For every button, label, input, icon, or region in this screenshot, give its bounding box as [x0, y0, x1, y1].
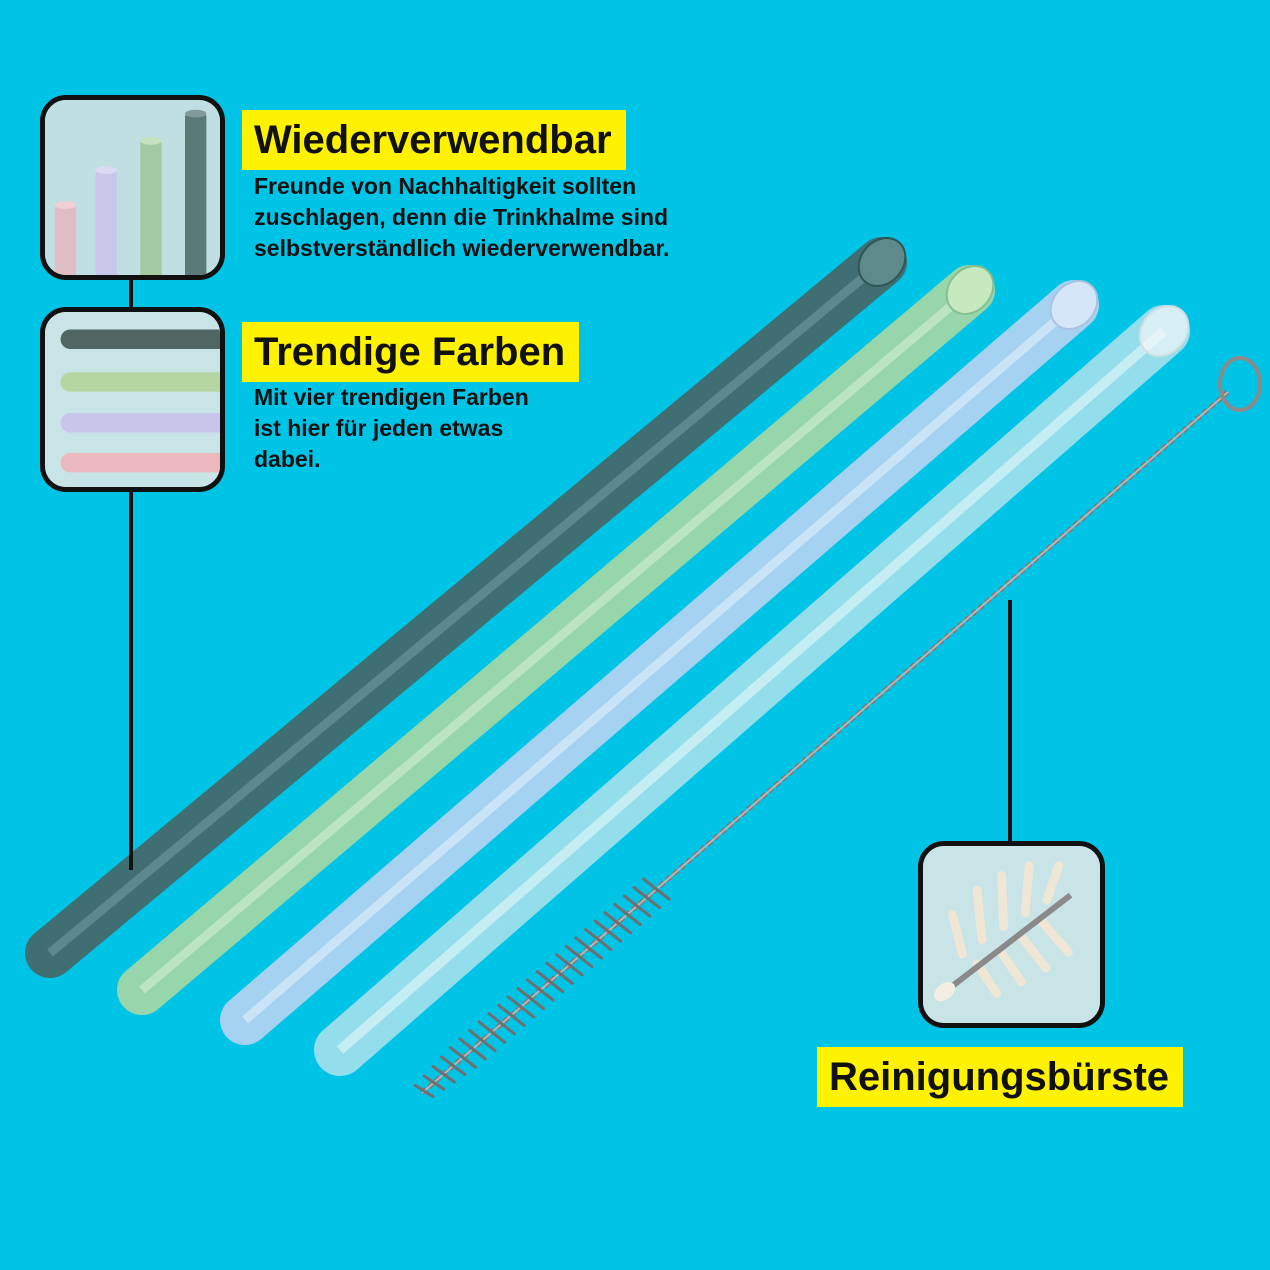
straw-dark-teal — [25, 237, 907, 978]
brush-bristle — [603, 911, 632, 935]
straw-blue — [220, 280, 1099, 1045]
brush-bristle — [574, 936, 603, 960]
colored-straws-thumbnail — [40, 307, 225, 492]
brush-bristle — [526, 978, 555, 1002]
brush-bristle — [422, 1074, 446, 1091]
brush-bristle — [555, 953, 584, 977]
feature-title-brush: Reinigungsbürste — [817, 1047, 1184, 1107]
brush-bristle — [506, 995, 536, 1019]
brush-bristle — [413, 1084, 435, 1099]
connector-line-top — [129, 278, 133, 310]
colored-straws-icon — [45, 312, 220, 487]
brush-bristle — [622, 894, 652, 918]
brush-bristle — [584, 928, 613, 952]
brush-closeup-thumbnail — [918, 841, 1105, 1028]
brush-bristle — [477, 1020, 507, 1044]
brush-bristle — [642, 877, 671, 901]
straw-green — [117, 265, 995, 1015]
brush-bristle — [535, 970, 565, 994]
brush-bristle — [468, 1029, 497, 1053]
feature-title-colors: Trendige Farben — [242, 322, 580, 382]
brush-closeup-icon — [923, 846, 1100, 1023]
brush-bristle — [440, 1055, 467, 1077]
brush-bristle — [545, 961, 574, 985]
brush-bristle — [564, 944, 594, 968]
feature-title-reusable: Wiederverwendbar — [242, 110, 626, 170]
brush-bristle — [431, 1065, 456, 1084]
brush-bristle — [593, 919, 623, 943]
standing-straws-thumbnail — [40, 95, 225, 280]
brush-bristle — [613, 902, 642, 926]
brush-bristle — [497, 1003, 526, 1027]
brush-bristle — [458, 1037, 487, 1061]
brush-bristle — [448, 1046, 478, 1069]
standing-straws-icon — [45, 100, 220, 275]
feature-description-colors: Mit vier trendigen Farben ist hier für j… — [254, 384, 529, 472]
brush-bristle — [632, 886, 661, 910]
feature-description-reusable: Freunde von Nachhaltigkeit sollten zusch… — [254, 173, 670, 261]
brush-bristle — [487, 1012, 516, 1036]
connector-line-left — [129, 490, 133, 870]
straw-clear — [314, 305, 1190, 1076]
cleaning-brush — [413, 356, 1262, 1099]
brush-bristle — [516, 986, 545, 1011]
connector-line-right — [1008, 600, 1012, 844]
